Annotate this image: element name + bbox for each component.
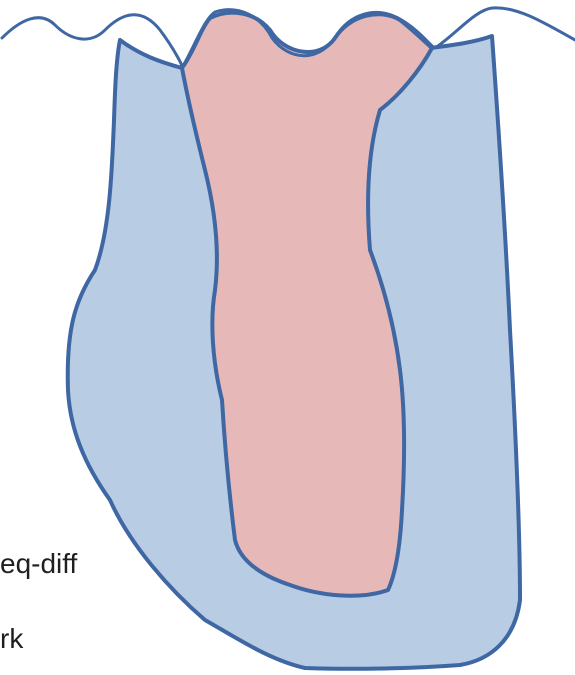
label-line-2: rk	[0, 625, 23, 653]
label-line-1: eq-diff	[0, 550, 77, 578]
